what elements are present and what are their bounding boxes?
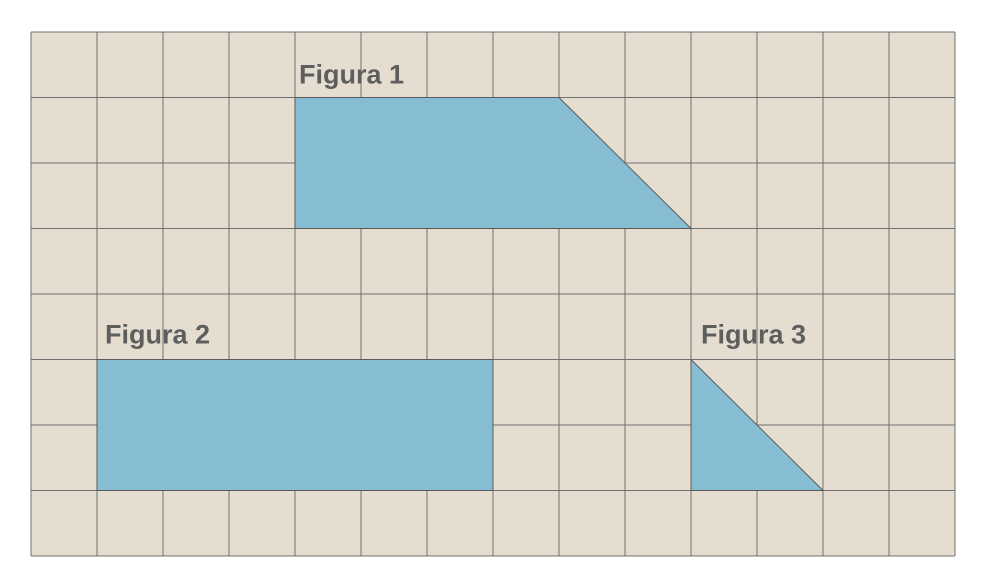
figure-3-triangle xyxy=(690,358,825,491)
figure-3: Figura 3 xyxy=(690,320,825,491)
figure-1: Figura 1 xyxy=(294,60,693,229)
figure-2: Figura 2 xyxy=(96,320,494,491)
figure-2-rectangle xyxy=(96,359,494,491)
figure-1-trapezoid xyxy=(294,97,693,229)
figure-3-label: Figura 3 xyxy=(701,320,806,350)
figure-2-label: Figura 2 xyxy=(105,320,210,350)
figure-1-label: Figura 1 xyxy=(299,60,404,90)
